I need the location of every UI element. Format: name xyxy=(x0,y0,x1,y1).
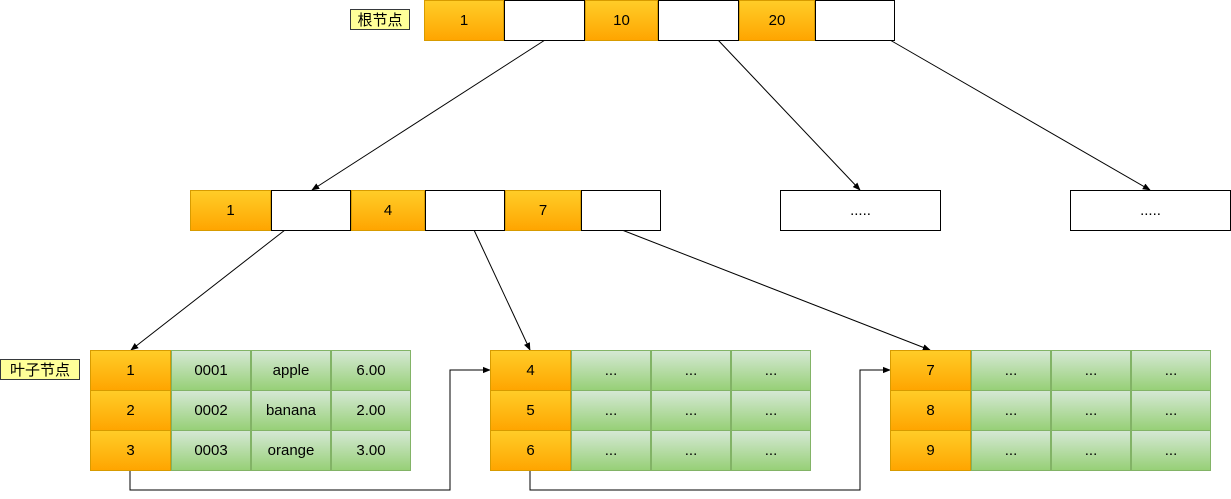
leaf-cell: ... xyxy=(731,390,811,431)
leaf-cell: ... xyxy=(731,430,811,471)
leaf-cell: 0001 xyxy=(171,350,251,391)
root-key-2: 10 xyxy=(585,0,658,41)
leaf-cell: apple xyxy=(251,350,331,391)
edge-internal-to-leaf-3 xyxy=(621,229,931,351)
root-pointer-3 xyxy=(815,0,895,41)
leaf-key: 9 xyxy=(890,430,971,471)
edge-internal-to-leaf-1 xyxy=(130,229,286,351)
internal-key-2: 4 xyxy=(351,190,425,231)
leaf-cell: 2.00 xyxy=(331,390,411,431)
leaf-cell: ... xyxy=(1051,430,1131,471)
leaf-cell: ... xyxy=(1131,350,1211,391)
leaf-cell: ... xyxy=(1051,390,1131,431)
edge-internal-to-leaf-2 xyxy=(473,229,531,351)
leaf-cell: ... xyxy=(731,350,811,391)
leaf-key: 4 xyxy=(490,350,571,391)
leaf-cell: ... xyxy=(1051,350,1131,391)
leaf-cell: ... xyxy=(971,350,1051,391)
leaf-cell: ... xyxy=(571,390,651,431)
leaf-key: 5 xyxy=(490,390,571,431)
edge-leaf-link-1 xyxy=(129,366,491,491)
internal-pointer-3 xyxy=(581,190,661,231)
leaf-cell: ... xyxy=(1131,430,1211,471)
leaf-cell: banana xyxy=(251,390,331,431)
leaf-cell: ... xyxy=(651,350,731,391)
root-pointer-1 xyxy=(504,0,585,41)
root-key-1: 1 xyxy=(424,0,504,41)
leaf-cell: ... xyxy=(571,430,651,471)
leaf-cell: ... xyxy=(651,430,731,471)
edge-leaf-link-2 xyxy=(529,366,891,491)
leaf-node-label: 叶子节点 xyxy=(0,359,80,380)
internal-key-3: 7 xyxy=(505,190,581,231)
leaf-cell: ... xyxy=(571,350,651,391)
leaf-key: 1 xyxy=(90,350,171,391)
edge-root-to-collapsed-2 xyxy=(889,39,1151,191)
edge-root-to-collapsed-1 xyxy=(717,39,861,191)
leaf-cell: ... xyxy=(971,430,1051,471)
internal-key-1: 1 xyxy=(190,190,271,231)
internal-pointer-1 xyxy=(271,190,351,231)
collapsed-node-1: ..... xyxy=(780,190,941,231)
edge-root-to-internal xyxy=(311,39,546,191)
leaf-cell: 3.00 xyxy=(331,430,411,471)
root-key-3: 20 xyxy=(739,0,815,41)
root-node-label: 根节点 xyxy=(350,9,410,30)
leaf-key: 8 xyxy=(890,390,971,431)
leaf-cell: ... xyxy=(1131,390,1211,431)
internal-pointer-2 xyxy=(425,190,505,231)
leaf-key: 6 xyxy=(490,430,571,471)
leaf-key: 2 xyxy=(90,390,171,431)
leaf-cell: 0003 xyxy=(171,430,251,471)
leaf-key: 3 xyxy=(90,430,171,471)
leaf-cell: ... xyxy=(971,390,1051,431)
leaf-cell: orange xyxy=(251,430,331,471)
leaf-cell: 0002 xyxy=(171,390,251,431)
leaf-key: 7 xyxy=(890,350,971,391)
collapsed-node-2: ..... xyxy=(1070,190,1231,231)
leaf-cell: 6.00 xyxy=(331,350,411,391)
root-pointer-2 xyxy=(658,0,739,41)
leaf-cell: ... xyxy=(651,390,731,431)
